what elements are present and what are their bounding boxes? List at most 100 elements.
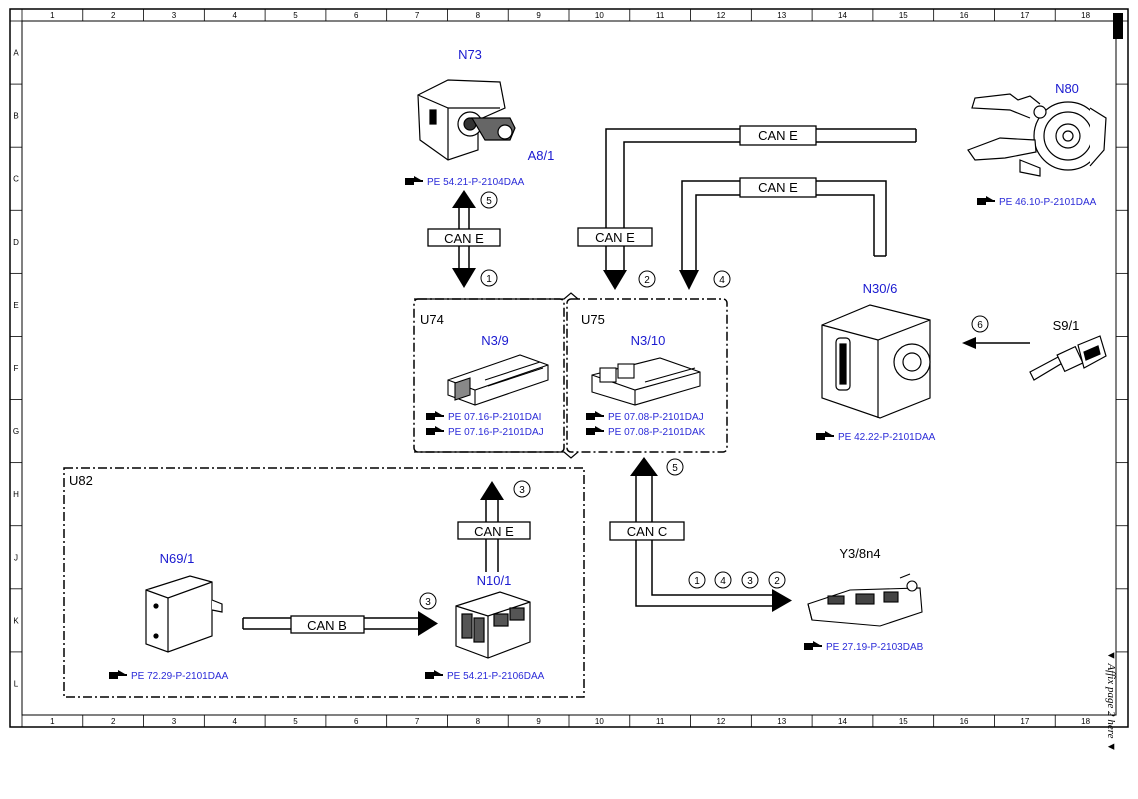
reference-hand-icon (109, 670, 127, 679)
grid-column-label: 6 (354, 717, 359, 726)
svg-text:4: 4 (720, 576, 726, 587)
grid-column-label: 11 (656, 11, 665, 20)
grid-column-label: 8 (476, 717, 481, 726)
n3-9-control-unit-illustration (447, 354, 549, 406)
grid-column-label: 12 (716, 11, 725, 20)
svg-text:CAN E: CAN E (474, 524, 514, 539)
grid-row-label: L (14, 679, 19, 688)
grid-column-label: 8 (476, 11, 481, 20)
s9-1-label: S9/1 (1053, 318, 1080, 333)
n3-10-label: N3/10 (631, 333, 666, 348)
signal-circle-3-row: 3 (741, 571, 759, 589)
grid-row-label: D (13, 238, 19, 247)
svg-text:5: 5 (486, 196, 492, 207)
reference-hand-icon (405, 176, 423, 185)
grid-row-label: E (13, 301, 18, 310)
grid-row-label: J (14, 553, 18, 562)
n73-bidirectional-link: CAN E (427, 190, 501, 288)
signal-circle-3-mid: 3 (513, 480, 531, 498)
grid-column-label: 4 (232, 717, 237, 726)
svg-text:CAN B: CAN B (307, 618, 347, 633)
svg-text:6: 6 (977, 320, 983, 331)
n80-label: N80 (1055, 81, 1079, 96)
n80-steering-column-module-illustration (967, 93, 1107, 177)
n69-1-label: N69/1 (160, 551, 195, 566)
n69-1-control-unit-illustration (145, 575, 223, 653)
corner-mark (1113, 13, 1123, 39)
grid-column-label: 7 (415, 11, 420, 20)
grid-column-label: 11 (656, 717, 665, 726)
grid-column-label: 3 (172, 11, 177, 20)
arrow-head-4 (679, 270, 699, 290)
svg-text:2: 2 (644, 275, 650, 286)
u75-label: U75 (581, 312, 605, 327)
svg-text:3: 3 (747, 576, 753, 587)
grid-column-label: 6 (354, 11, 359, 20)
grid-row-label: H (13, 490, 19, 499)
grid-column-label: 16 (960, 717, 969, 726)
can-e-bus-lines (605, 128, 917, 270)
n10-1-can-e-link: CAN E (457, 481, 531, 572)
grid-column-label: 13 (777, 11, 786, 20)
can-c-link: CAN C (609, 457, 792, 612)
grid-row-label: B (13, 112, 18, 121)
grid-column-label: 13 (777, 717, 786, 726)
signal-circle-5-top: 5 (480, 191, 498, 209)
n3-9-reference-2: PE 07.16-P-2101DAJ (448, 427, 544, 438)
grid-column-label: 1 (50, 11, 55, 20)
n69-1-reference: PE 72.29-P-2101DAA (131, 671, 229, 682)
signal-circle-4-row: 4 (714, 571, 732, 589)
grid-column-label: 10 (595, 717, 604, 726)
svg-text:CAN E: CAN E (444, 231, 484, 246)
grid-column-label: 9 (536, 717, 541, 726)
y3-8n4-valve-body-illustration (807, 573, 923, 627)
n3-9-label: N3/9 (481, 333, 508, 348)
grid-column-label: 2 (111, 11, 116, 20)
reference-hand-icon (426, 411, 444, 420)
can-b-link: CAN B (242, 611, 438, 636)
n73-reference: PE 54.21-P-2104DAA (427, 177, 525, 188)
svg-text:CAN E: CAN E (758, 128, 798, 143)
reference-hand-icon (426, 426, 444, 435)
n30-6-label: N30/6 (863, 281, 898, 296)
group-bracket-top (414, 292, 579, 300)
u74-label: U74 (420, 312, 444, 327)
grid-row-label: G (13, 427, 19, 436)
grid-column-label: 14 (838, 717, 847, 726)
grid-column-label: 5 (293, 717, 298, 726)
n3-10-control-unit-illustration (591, 357, 701, 406)
y3-8n4-label: Y3/8n4 (839, 546, 880, 561)
can-e-label-2: CAN E (739, 177, 817, 198)
grid-row-label: C (13, 175, 19, 184)
y3-8n4-reference: PE 27.19-P-2103DAB (826, 642, 924, 653)
signal-circle-1-row: 1 (688, 571, 706, 589)
grid-column-label: 9 (536, 11, 541, 20)
a8-1-label: A8/1 (528, 148, 555, 163)
n10-1-reference: PE 54.21-P-2106DAA (447, 671, 545, 682)
grid-column-label: 17 (1020, 11, 1029, 20)
svg-text:CAN E: CAN E (595, 230, 635, 245)
u82-group-frame (63, 467, 585, 698)
signal-circle-2-row: 2 (768, 571, 786, 589)
grid-column-label: 4 (232, 11, 237, 20)
affix-note: ▼ Affix page 2 here ▼ (1105, 650, 1117, 752)
signal-circle-4: 4 (713, 270, 731, 288)
reference-hand-icon (425, 670, 443, 679)
grid-column-label: 5 (293, 11, 298, 20)
reference-hand-icon (816, 431, 834, 440)
grid-column-label: 15 (899, 717, 908, 726)
n3-10-reference-2: PE 07.08-P-2101DAK (608, 427, 706, 438)
svg-text:CAN C: CAN C (627, 524, 667, 539)
grid-column-label: 1 (50, 717, 55, 726)
signal-circle-1-top: 1 (480, 269, 498, 287)
grid-column-label: 18 (1081, 11, 1090, 20)
grid-column-label: 3 (172, 717, 177, 726)
svg-text:2: 2 (774, 576, 780, 587)
n3-10-reference-1: PE 07.08-P-2101DAJ (608, 412, 704, 423)
grid-column-label: 2 (111, 717, 116, 726)
reference-hand-icon (586, 426, 604, 435)
n3-9-reference-1: PE 07.16-P-2101DAI (448, 412, 541, 423)
grid-column-label: 18 (1081, 717, 1090, 726)
reference-hand-icon (804, 641, 822, 650)
